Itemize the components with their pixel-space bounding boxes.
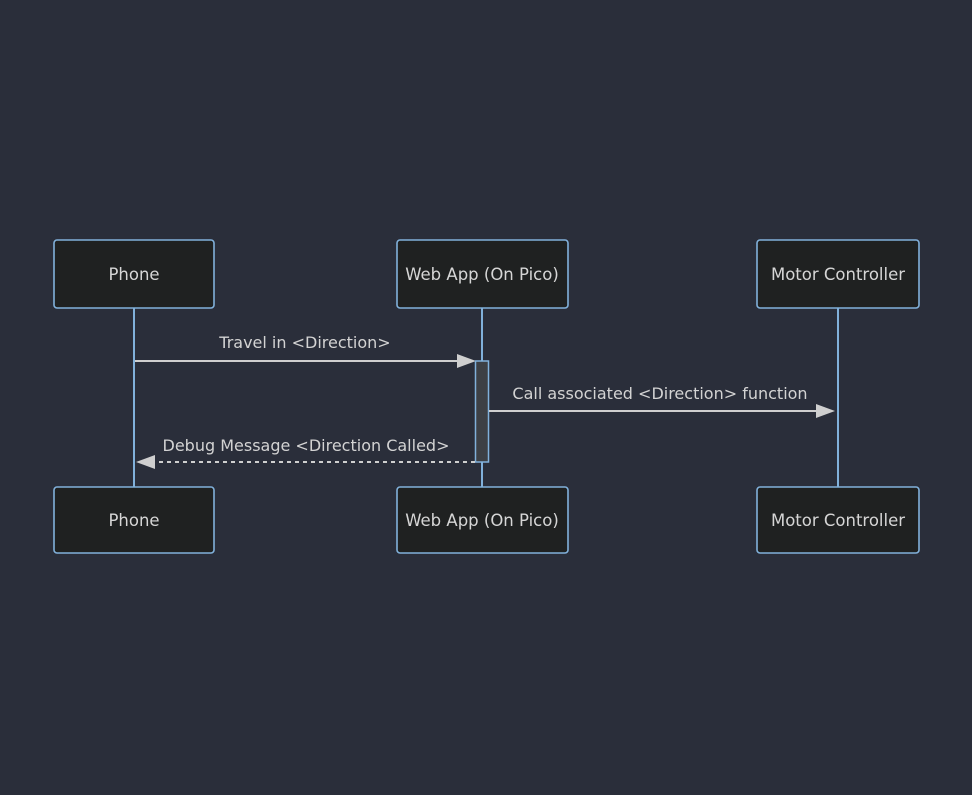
actor-top-motor-controller: Motor Controller	[756, 239, 920, 309]
message-travel-in-direction: Travel in <Direction>	[135, 333, 476, 368]
message-label-call-associated-function: Call associated <Direction> function	[512, 384, 807, 403]
actor-label-web-app-bottom: Web App (On Pico)	[405, 511, 559, 530]
actor-box-web-app-bottom	[396, 486, 569, 554]
actor-box-motor-controller-bottom	[756, 486, 920, 554]
actor-label-phone-bottom: Phone	[108, 511, 159, 530]
actor-top-web-app: Web App (On Pico)	[396, 239, 569, 309]
actor-box-phone-top	[53, 239, 215, 309]
arrowhead-travel-in-direction	[457, 354, 476, 368]
actor-label-motor-controller-top: Motor Controller	[771, 265, 905, 284]
activation-bar-web-app	[474, 360, 490, 463]
actor-bottom-motor-controller: Motor Controller	[756, 486, 920, 554]
actor-box-web-app-top	[396, 239, 569, 309]
actor-label-phone-top: Phone	[108, 265, 159, 284]
message-label-debug-message: Debug Message <Direction Called>	[163, 436, 450, 455]
actor-bottom-phone: Phone	[53, 486, 215, 554]
actor-box-motor-controller-top	[756, 239, 920, 309]
actor-box-phone-bottom	[53, 486, 215, 554]
message-debug-message: Debug Message <Direction Called>	[136, 436, 475, 469]
arrowhead-call-associated-function	[816, 404, 835, 418]
message-label-travel-in-direction: Travel in <Direction>	[218, 333, 390, 352]
arrowhead-debug-message	[136, 455, 155, 469]
actor-top-phone: Phone	[53, 239, 215, 309]
actor-label-motor-controller-bottom: Motor Controller	[771, 511, 905, 530]
message-call-associated-function: Call associated <Direction> function	[489, 384, 835, 418]
actor-bottom-web-app: Web App (On Pico)	[396, 486, 569, 554]
actor-label-web-app-top: Web App (On Pico)	[405, 265, 559, 284]
